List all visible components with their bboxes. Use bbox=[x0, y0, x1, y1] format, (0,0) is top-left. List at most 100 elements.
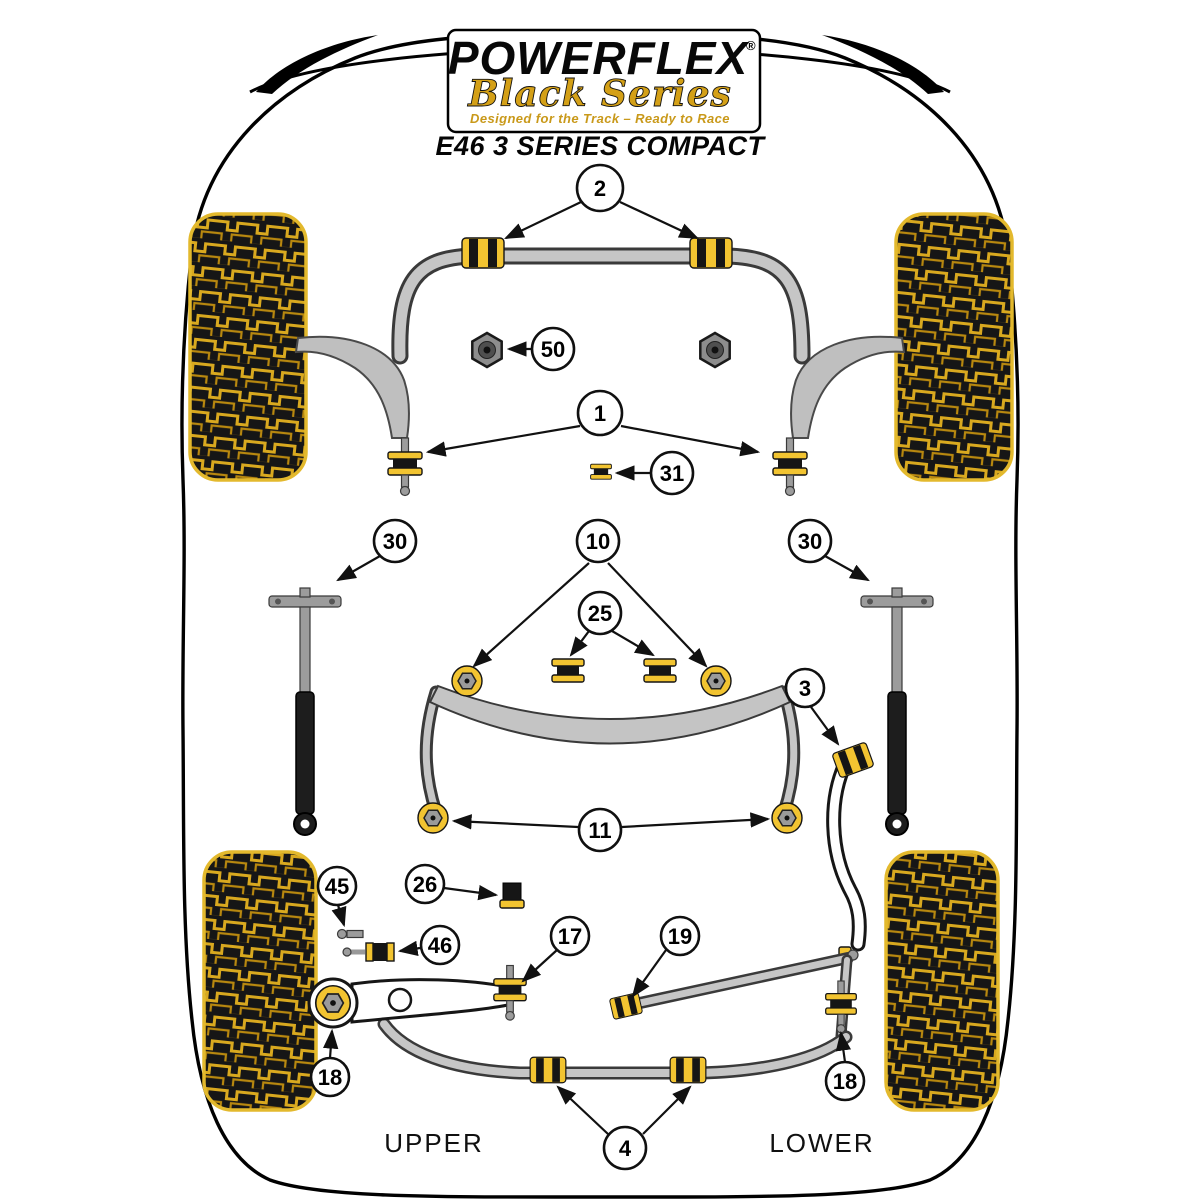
lower-control-arm-assembly bbox=[307, 882, 527, 1029]
callout-number: 10 bbox=[586, 529, 610, 554]
callout-number: 2 bbox=[594, 176, 606, 201]
subframe-front-mount-left bbox=[451, 665, 483, 697]
tie-bar-surface bbox=[622, 954, 852, 1010]
callout-30-left: 30 bbox=[372, 518, 418, 564]
callout-3: 3 bbox=[784, 667, 826, 709]
callout-50: 50 bbox=[530, 326, 576, 372]
rear-arb-bushing-left bbox=[529, 1056, 567, 1084]
arrow-18-right bbox=[835, 1030, 852, 1063]
subframe-rear-mount-left bbox=[417, 802, 449, 834]
series-wordmark: Black Series bbox=[467, 73, 732, 115]
callout-number: 50 bbox=[541, 337, 565, 362]
arb-bushing-left bbox=[461, 237, 505, 269]
bolt-part-45 bbox=[336, 928, 364, 940]
model-title: E46 3 SERIES COMPACT bbox=[435, 131, 766, 161]
subframe-rear-mount-right bbox=[771, 802, 803, 834]
registered-mark: ® bbox=[746, 38, 756, 53]
control-arm-hole bbox=[387, 987, 413, 1013]
curved-arm-surface bbox=[829, 757, 864, 949]
arrow-18-left bbox=[323, 1028, 339, 1059]
callout-number: 3 bbox=[799, 676, 811, 701]
arrow-3 bbox=[810, 706, 840, 746]
callout-number: 11 bbox=[588, 818, 611, 843]
callout-number: 4 bbox=[619, 1136, 632, 1161]
tagline: Designed for the Track – Ready to Race bbox=[470, 111, 730, 126]
arrow-45 bbox=[331, 904, 347, 928]
callout-number: 19 bbox=[668, 924, 692, 949]
subframe-crossmember bbox=[428, 684, 792, 745]
a-pillar-right bbox=[822, 35, 944, 94]
upper-label: UPPER bbox=[384, 1128, 484, 1158]
front-anti-roll-bar-surface bbox=[394, 250, 808, 362]
rear-lower-linkage bbox=[377, 949, 859, 1084]
brand-wordmark: POWERFLEX bbox=[448, 32, 750, 84]
callout-2: 2 bbox=[575, 163, 625, 213]
arrow-1-left bbox=[425, 424, 581, 457]
brand-logo: POWERFLEX ® Black Series Designed for th… bbox=[446, 28, 762, 134]
callout-25: 25 bbox=[577, 590, 623, 636]
hex-nut-left bbox=[471, 331, 503, 369]
callout-number: 1 bbox=[594, 401, 606, 426]
callout-number: 30 bbox=[798, 529, 822, 554]
arrow-2-right bbox=[619, 201, 699, 239]
callout-number: 25 bbox=[588, 601, 612, 626]
callouts: 2 50 1 31 30 10 30 25 3 11 45 26 46 17 1… bbox=[309, 163, 866, 1171]
hex-nut-right bbox=[699, 331, 731, 369]
a-pillar-left bbox=[256, 35, 378, 94]
callout-arrows bbox=[323, 201, 870, 1135]
callout-31: 31 bbox=[649, 450, 695, 496]
callout-number: 45 bbox=[325, 874, 349, 899]
arrow-11-right bbox=[621, 812, 771, 829]
callout-number: 46 bbox=[428, 933, 452, 958]
front-anti-roll-bar-assembly bbox=[294, 237, 906, 497]
logo-frame bbox=[446, 28, 762, 134]
arrow-46 bbox=[397, 940, 421, 957]
bolt-part-46 bbox=[342, 942, 395, 962]
rear-subframe-assembly bbox=[417, 658, 803, 834]
callout-number: 30 bbox=[383, 529, 407, 554]
rear-arb-bushing-right bbox=[669, 1056, 707, 1084]
subframe-side-right-surface bbox=[780, 688, 798, 816]
arrow-17 bbox=[521, 949, 558, 983]
callout-number: 17 bbox=[558, 924, 582, 949]
arrow-1-right bbox=[620, 424, 761, 457]
callout-19: 19 bbox=[659, 915, 701, 957]
callout-number: 31 bbox=[660, 461, 684, 486]
arrow-2-left bbox=[504, 201, 582, 239]
arrow-26 bbox=[443, 885, 499, 901]
arrow-11-left bbox=[451, 814, 579, 830]
callout-10: 10 bbox=[575, 518, 621, 564]
tire-front-right bbox=[894, 212, 1014, 482]
callout-46: 46 bbox=[419, 924, 461, 966]
callout-18-right: 18 bbox=[824, 1060, 866, 1102]
arrow-4-left bbox=[556, 1085, 609, 1135]
tire-rear-left bbox=[202, 850, 318, 1112]
arrow-25-right bbox=[611, 630, 655, 657]
callout-30-right: 30 bbox=[787, 518, 833, 564]
callout-number: 26 bbox=[413, 872, 437, 897]
callout-4: 4 bbox=[602, 1125, 648, 1171]
arrow-4-right bbox=[642, 1085, 692, 1135]
callout-number: 18 bbox=[833, 1069, 857, 1094]
arb-bushing-right bbox=[689, 237, 733, 269]
subframe-side-left-surface bbox=[422, 688, 440, 816]
callout-11: 11 bbox=[577, 807, 623, 853]
callout-45: 45 bbox=[316, 865, 358, 907]
arrow-30-left bbox=[336, 555, 381, 582]
arm-eye-bushing-18-left bbox=[314, 984, 352, 1022]
tire-front-left bbox=[188, 212, 308, 482]
callout-1: 1 bbox=[576, 389, 624, 437]
arrow-25-left bbox=[569, 630, 590, 657]
callout-17: 17 bbox=[549, 915, 591, 957]
arrow-10-left bbox=[472, 562, 590, 668]
callout-number: 18 bbox=[318, 1065, 342, 1090]
arrow-10-right bbox=[607, 562, 708, 668]
callout-26: 26 bbox=[404, 863, 446, 905]
bump-stop-26 bbox=[499, 882, 525, 909]
rear-anti-roll-bar-surface bbox=[380, 1020, 850, 1077]
arrow-30-right bbox=[824, 555, 870, 582]
lower-label: LOWER bbox=[769, 1128, 874, 1158]
callout-18-left: 18 bbox=[309, 1056, 351, 1098]
